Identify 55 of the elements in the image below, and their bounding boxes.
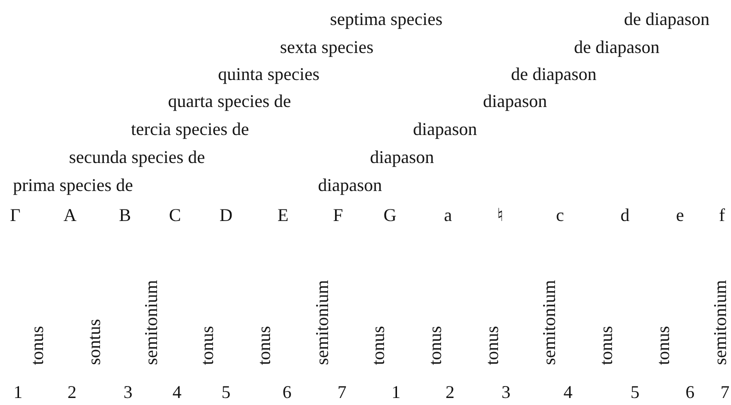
- degree-number: 3: [502, 381, 510, 403]
- interval-label: semitonium: [140, 280, 162, 365]
- note-letter: C: [169, 204, 182, 226]
- note-letter: E: [278, 204, 288, 226]
- degree-number: 2: [446, 381, 454, 403]
- interval-label: tonus: [652, 326, 674, 366]
- interval-label: tonus: [424, 326, 446, 366]
- note-letter: G: [384, 204, 396, 226]
- species-text: secunda species de: [69, 146, 205, 168]
- note-letter: Γ: [10, 204, 20, 226]
- degree-number: 4: [564, 381, 572, 403]
- note-letter: c: [556, 204, 564, 226]
- diapason-text: de diapason: [574, 36, 660, 58]
- degree-number: 5: [222, 381, 230, 403]
- interval-label: tonus: [481, 326, 503, 366]
- degree-number: 7: [338, 381, 346, 403]
- degree-number: 6: [686, 381, 694, 403]
- species-text: tercia species de: [131, 118, 249, 140]
- interval-label: tonus: [595, 326, 617, 366]
- note-letter: A: [64, 204, 76, 226]
- interval-label: sontus: [83, 319, 105, 366]
- interval-label: semitonium: [311, 280, 333, 365]
- note-letter: e: [676, 204, 684, 226]
- note-letter: F: [333, 204, 344, 226]
- note-letter: a: [444, 204, 452, 226]
- diapason-text: diapason: [318, 174, 382, 196]
- diapason-text: diapason: [370, 146, 434, 168]
- species-text: quarta species de: [168, 90, 291, 112]
- diapason-text: diapason: [413, 118, 477, 140]
- species-text: sexta species: [280, 36, 374, 58]
- note-letter: ♮: [497, 204, 503, 226]
- interval-label: tonus: [367, 326, 389, 366]
- species-text: septima species: [330, 8, 442, 30]
- degree-number: 4: [172, 381, 182, 403]
- note-letter: f: [719, 204, 725, 226]
- interval-label: tonus: [196, 326, 218, 366]
- degree-number: 6: [282, 381, 292, 403]
- degree-number: 5: [630, 381, 640, 403]
- species-text: prima species de: [13, 174, 133, 196]
- interval-label: tonus: [26, 326, 48, 366]
- degree-number: 1: [14, 381, 22, 403]
- species-text: quinta species: [218, 63, 320, 85]
- degree-number: 2: [68, 381, 76, 403]
- note-letter: B: [119, 204, 132, 226]
- diapason-text: de diapason: [624, 8, 710, 30]
- diapason-text: de diapason: [511, 63, 596, 85]
- interval-label: tonus: [253, 326, 275, 366]
- note-letter: d: [620, 204, 630, 226]
- interval-label: semitonium: [538, 280, 560, 365]
- degree-number: 7: [720, 381, 730, 403]
- diapason-text: diapason: [483, 90, 547, 112]
- note-letter: D: [220, 204, 232, 226]
- degree-number: 3: [124, 381, 132, 403]
- interval-label: semitonium: [709, 280, 731, 365]
- degree-number: 1: [392, 381, 400, 403]
